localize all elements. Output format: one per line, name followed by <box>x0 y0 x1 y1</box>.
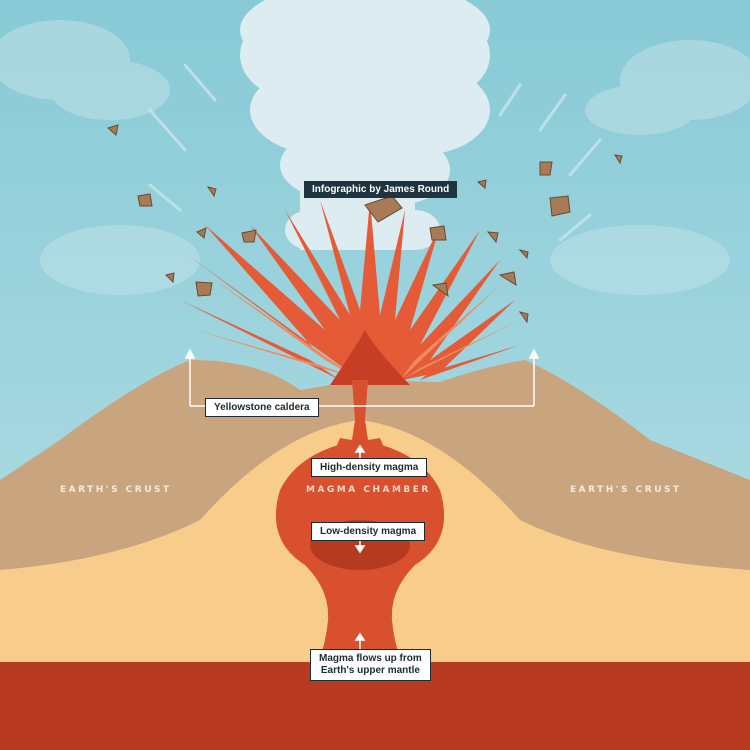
low-density-label: Low-density magma <box>311 522 425 541</box>
mantle-flow-label: Magma flows up from Earth's upper mantle <box>310 649 431 681</box>
caldera-label: Yellowstone caldera <box>205 398 319 417</box>
mantle-flow-line-1: Magma flows up from <box>319 653 422 665</box>
mantle-flow-line-2: Earth's upper mantle <box>319 665 422 677</box>
crust-label-right: EARTH'S CRUST <box>570 485 682 495</box>
high-density-label: High-density magma <box>311 458 427 477</box>
crust-label-left: EARTH'S CRUST <box>60 485 172 495</box>
magma-chamber-label: MAGMA CHAMBER <box>306 485 431 495</box>
credit-badge: Infographic by James Round <box>304 181 457 198</box>
